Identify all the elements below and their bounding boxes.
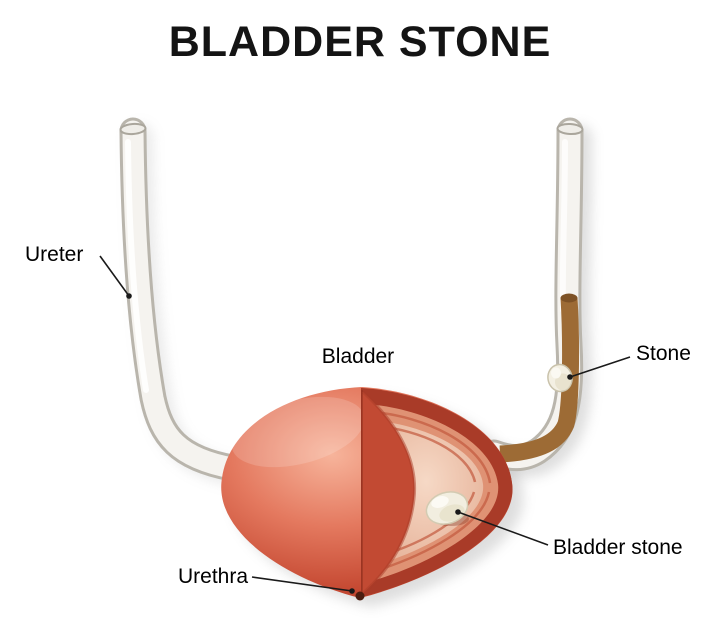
stone-leader-line <box>569 356 631 378</box>
ureter-leader-line <box>99 255 130 297</box>
bladder-stone-leader-line <box>457 511 549 546</box>
left-ureter-opening <box>119 122 147 136</box>
bladder-stone-leader-dot <box>455 509 461 515</box>
diagram-title: BLADDER STONE <box>168 18 552 66</box>
right-ureter-urine <box>499 297 580 463</box>
ureter-leader-dot <box>126 293 132 299</box>
bladder-stone-shape <box>425 491 469 526</box>
urine-meniscus <box>560 293 578 303</box>
bladder-body <box>221 387 513 601</box>
left-ureter-body <box>122 120 243 479</box>
urethra-leader-dot <box>349 588 355 594</box>
left-ureter-tube <box>119 117 246 482</box>
stone-leader-dot <box>567 374 573 380</box>
ureter-stone-highlight <box>551 367 561 379</box>
bladder-sheen <box>231 396 365 468</box>
bladder-stone-highlight <box>431 496 449 508</box>
ureter-label: Ureter <box>25 243 83 266</box>
bladder-stone-shade <box>439 504 465 522</box>
bladder-stone-label: Bladder stone <box>553 536 683 559</box>
ureter-stone <box>547 363 573 393</box>
right-ureter-opening <box>556 122 584 136</box>
leader-lines <box>99 255 631 594</box>
urethra-opening <box>355 591 365 601</box>
cut-face-edge <box>361 390 417 596</box>
bladder-cutaway <box>361 388 513 597</box>
left-ureter-highlight <box>125 139 149 393</box>
right-ureter-tube <box>480 117 584 472</box>
urethra-label: Urethra <box>178 565 248 588</box>
ureter-stone-shade <box>555 373 571 391</box>
stone-label: Stone <box>636 342 691 365</box>
urethra-leader-line <box>251 576 353 592</box>
right-ureter-highlight <box>559 139 568 313</box>
bladder-label: Bladder <box>322 345 394 368</box>
